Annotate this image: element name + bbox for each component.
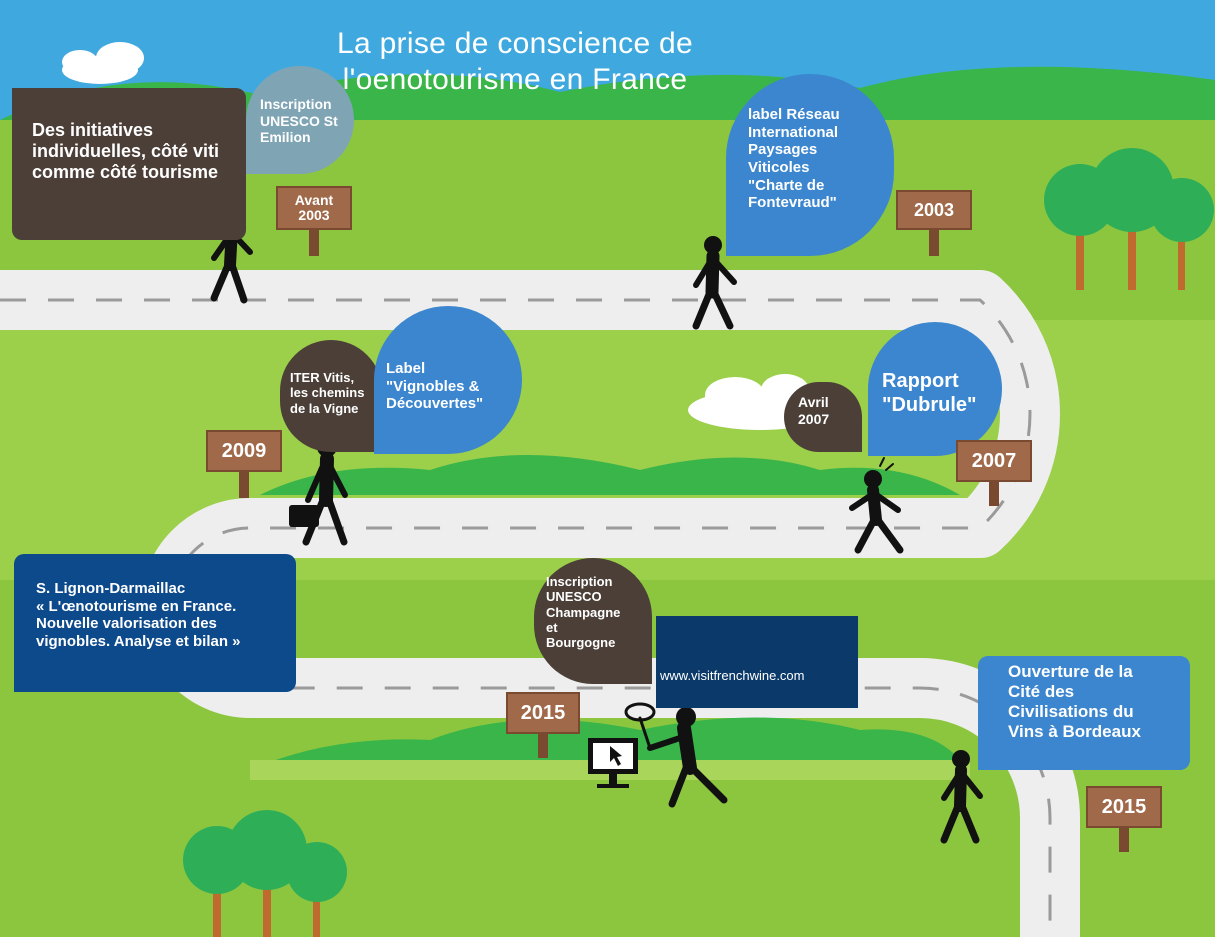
sign-2003-label: 2003 xyxy=(896,190,972,230)
event-label-vignobles-text: Label "Vignobles & Découvertes" xyxy=(386,360,484,413)
event-initiatives: Des initiatives individuelles, côté viti… xyxy=(12,88,246,240)
title-line-2: l'oenotourisme en France xyxy=(342,63,688,96)
sign-2015-left: 2015 xyxy=(506,692,580,758)
tree-icon xyxy=(1044,148,1214,290)
tree-icon xyxy=(183,810,347,937)
event-iter-vitis: ITER Vitis, les chemins de la Vigne xyxy=(280,340,382,452)
event-label-vignobles: Label "Vignobles & Découvertes" xyxy=(374,306,522,454)
cloud-icon xyxy=(62,42,144,84)
sign-2015-left-label: 2015 xyxy=(506,692,580,734)
net-catcher-person-icon xyxy=(624,702,728,808)
event-iter-vitis-text: ITER Vitis, les chemins de la Vigne xyxy=(290,370,365,416)
infographic-title: La prise de conscience de l'oenotourisme… xyxy=(300,26,730,98)
event-unesco-st-emilion: Inscription UNESCO St Emilion xyxy=(246,66,354,174)
event-unesco-champagne: Inscription UNESCO Champagne et Bourgogn… xyxy=(534,558,652,684)
event-initiatives-text: Des initiatives individuelles, côté viti… xyxy=(32,120,220,183)
hill-middle xyxy=(260,455,960,495)
event-cite-des-vins: Ouverture de la Cité des Civilisations d… xyxy=(978,656,1190,770)
sign-2015-right-label: 2015 xyxy=(1086,786,1162,828)
sign-2009: 2009 xyxy=(206,430,282,498)
sign-2009-label: 2009 xyxy=(206,430,282,472)
event-unesco-st-emilion-text: Inscription UNESCO St Emilion xyxy=(260,96,338,146)
event-label-reseau-text: label Réseau International Paysages Viti… xyxy=(748,106,840,212)
event-rapport-dubrule-text: Rapport "Dubrule" xyxy=(882,370,977,416)
event-rapport-dubrule: Rapport "Dubrule" xyxy=(868,322,1002,456)
sign-2015-right: 2015 xyxy=(1086,786,1162,852)
event-unesco-champagne-text: Inscription UNESCO Champagne et Bourgogn… xyxy=(546,574,621,651)
walking-person-icon xyxy=(940,750,983,844)
computer-icon xyxy=(588,738,638,788)
sign-avant-2003-label: Avant 2003 xyxy=(276,186,352,230)
event-visitfrenchwine: www.visitfrenchwine.com xyxy=(656,616,858,708)
event-visitfrenchwine-text: www.visitfrenchwine.com xyxy=(660,668,805,683)
sign-2003: 2003 xyxy=(896,190,972,256)
event-avril-2007: Avril 2007 xyxy=(784,382,862,452)
event-avril-2007-text: Avril 2007 xyxy=(798,394,830,427)
title-line-1: La prise de conscience de xyxy=(336,27,694,60)
event-label-reseau: label Réseau International Paysages Viti… xyxy=(726,74,894,256)
sign-avant-2003: Avant 2003 xyxy=(276,186,352,256)
sign-2007-label: 2007 xyxy=(956,440,1032,482)
event-lignon-darmaillac: S. Lignon-Darmaillac « L'œnotourisme en … xyxy=(14,554,296,692)
walking-person-icon xyxy=(692,236,737,330)
businessman-icon xyxy=(289,437,348,546)
sign-2007: 2007 xyxy=(956,440,1032,506)
running-person-icon xyxy=(849,457,904,554)
event-cite-des-vins-text: Ouverture de la Cité des Civilisations d… xyxy=(1008,662,1141,742)
event-lignon-darmaillac-text: S. Lignon-Darmaillac « L'œnotourisme en … xyxy=(36,580,241,651)
